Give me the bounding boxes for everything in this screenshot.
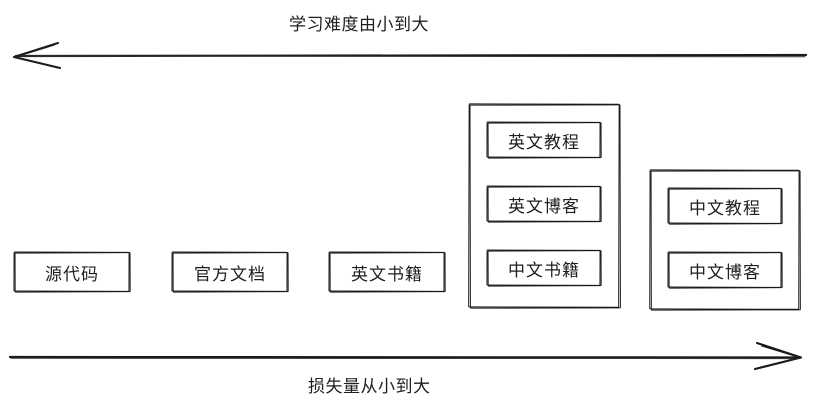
- node-label: 源代码: [45, 264, 99, 285]
- node-source-code[interactable]: 源代码: [14, 252, 130, 292]
- node-chinese-blog[interactable]: 中文博客: [668, 252, 782, 288]
- top-axis-label: 学习难度由小到大: [289, 15, 429, 35]
- bottom-axis-label: 损失量从小到大: [308, 377, 431, 397]
- node-chinese-tutorial[interactable]: 中文教程: [668, 188, 782, 224]
- node-label: 英文教程: [508, 132, 580, 153]
- difficulty-arrow-left-icon: [12, 41, 808, 70]
- node-label: 官方文档: [194, 264, 266, 285]
- node-chinese-books[interactable]: 中文书籍: [487, 250, 601, 286]
- group-chinese[interactable]: 中文教程 中文博客: [650, 170, 800, 310]
- node-label: 英文书籍: [351, 264, 423, 285]
- group-english-chinese[interactable]: 英文教程 英文博客 中文书籍: [469, 104, 620, 308]
- node-english-blog[interactable]: 英文博客: [487, 186, 601, 222]
- node-label: 中文书籍: [508, 260, 580, 281]
- node-english-books[interactable]: 英文书籍: [329, 252, 445, 292]
- node-english-tutorial[interactable]: 英文教程: [487, 122, 601, 158]
- node-label: 中文教程: [689, 198, 761, 219]
- node-label: 中文博客: [689, 262, 761, 283]
- node-official-docs[interactable]: 官方文档: [172, 252, 288, 292]
- node-label: 英文博客: [508, 196, 580, 217]
